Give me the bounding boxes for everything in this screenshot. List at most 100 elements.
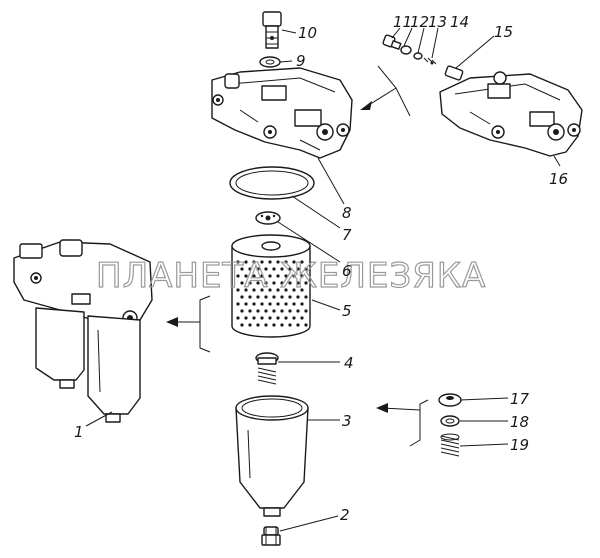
perforation-dot — [264, 295, 268, 299]
perforation-dot — [304, 281, 308, 285]
part-7-seal-ring — [229, 166, 315, 200]
perforation-dot — [292, 274, 296, 278]
perforation-dot — [240, 309, 244, 313]
perforation-dot — [268, 316, 272, 320]
perforation-pattern — [236, 260, 308, 327]
perforation-dot — [296, 267, 300, 271]
part-16-alt-filter-head — [439, 71, 583, 157]
perforation-dot — [260, 316, 264, 320]
part-1-filter-assembly — [13, 239, 153, 423]
perforation-dot — [272, 323, 276, 327]
perforation-dot — [252, 288, 256, 292]
callout-7: 7 — [342, 226, 352, 244]
perforation-dot — [292, 288, 296, 292]
callout-14: 14 — [450, 13, 469, 31]
perforation-dot — [268, 288, 272, 292]
perforation-dot — [256, 267, 260, 271]
perforation-dot — [272, 295, 276, 299]
part-3-filter-bowl — [235, 395, 309, 517]
callout-9: 9 — [296, 52, 306, 70]
part-19-spring — [440, 433, 460, 457]
perforation-dot — [240, 323, 244, 327]
perforation-dot — [272, 267, 276, 271]
perforation-dot — [236, 274, 240, 278]
part-2-drain-plug — [261, 526, 281, 546]
perforation-dot — [260, 260, 264, 264]
callout-2: 2 — [340, 506, 350, 524]
assembly-arrows — [166, 65, 429, 447]
perforation-dot — [256, 309, 260, 313]
perforation-dot — [260, 302, 264, 306]
callout-6: 6 — [342, 262, 352, 280]
perforation-dot — [248, 281, 252, 285]
perforation-dot — [300, 316, 304, 320]
callout-19: 19 — [510, 436, 529, 454]
perforation-dot — [264, 267, 268, 271]
part-6-washer — [255, 211, 281, 225]
perforation-dot — [248, 267, 252, 271]
perforation-dot — [292, 260, 296, 264]
callout-4: 4 — [344, 354, 354, 372]
perforation-dot — [240, 267, 244, 271]
perforation-dot — [280, 295, 284, 299]
part-9-washer — [259, 56, 281, 68]
callout-13: 13 — [428, 13, 447, 31]
callout-1: 1 — [74, 423, 84, 441]
perforation-dot — [288, 323, 292, 327]
perforation-dot — [244, 274, 248, 278]
perforation-dot — [276, 260, 280, 264]
perforation-dot — [304, 309, 308, 313]
perforation-dot — [284, 288, 288, 292]
perforation-dot — [296, 309, 300, 313]
perforation-dot — [304, 295, 308, 299]
perforation-dot — [260, 288, 264, 292]
perforation-dot — [300, 288, 304, 292]
perforation-dot — [284, 260, 288, 264]
callout-18: 18 — [510, 413, 529, 431]
perforation-dot — [244, 302, 248, 306]
perforation-dot — [280, 323, 284, 327]
perforation-dot — [244, 316, 248, 320]
perforation-dot — [276, 288, 280, 292]
perforation-dot — [264, 323, 268, 327]
perforation-dot — [248, 295, 252, 299]
callout-16: 16 — [549, 170, 568, 188]
perforation-dot — [264, 309, 268, 313]
perforation-dot — [280, 281, 284, 285]
perforation-dot — [236, 302, 240, 306]
part-4-spring — [255, 352, 279, 385]
callout-10: 10 — [298, 24, 317, 42]
perforation-dot — [276, 274, 280, 278]
perforation-dot — [276, 302, 280, 306]
callout-15: 15 — [494, 23, 513, 41]
perforation-dot — [268, 260, 272, 264]
perforation-dot — [272, 309, 276, 313]
callout-8: 8 — [342, 204, 352, 222]
callout-11: 11 — [393, 13, 412, 31]
perforation-dot — [252, 302, 256, 306]
perforation-dot — [240, 281, 244, 285]
perforation-dot — [256, 295, 260, 299]
perforation-dot — [252, 260, 256, 264]
perforation-dot — [280, 309, 284, 313]
perforation-dot — [256, 323, 260, 327]
perforation-dot — [248, 323, 252, 327]
perforation-dot — [280, 267, 284, 271]
perforation-dot — [260, 274, 264, 278]
perforation-dot — [236, 260, 240, 264]
perforation-dot — [248, 309, 252, 313]
perforation-dot — [292, 316, 296, 320]
perforation-dot — [304, 323, 308, 327]
perforation-dot — [288, 309, 292, 313]
perforation-dot — [284, 316, 288, 320]
leader-lines — [85, 27, 561, 532]
part-10-bolt — [262, 11, 282, 49]
perforation-dot — [284, 274, 288, 278]
perforation-dot — [252, 274, 256, 278]
watermark-text: ПЛАНЕТА ЖЕЛЕЗЯКА — [96, 256, 486, 296]
callout-5: 5 — [342, 302, 352, 320]
perforation-dot — [288, 267, 292, 271]
perforation-dot — [244, 260, 248, 264]
